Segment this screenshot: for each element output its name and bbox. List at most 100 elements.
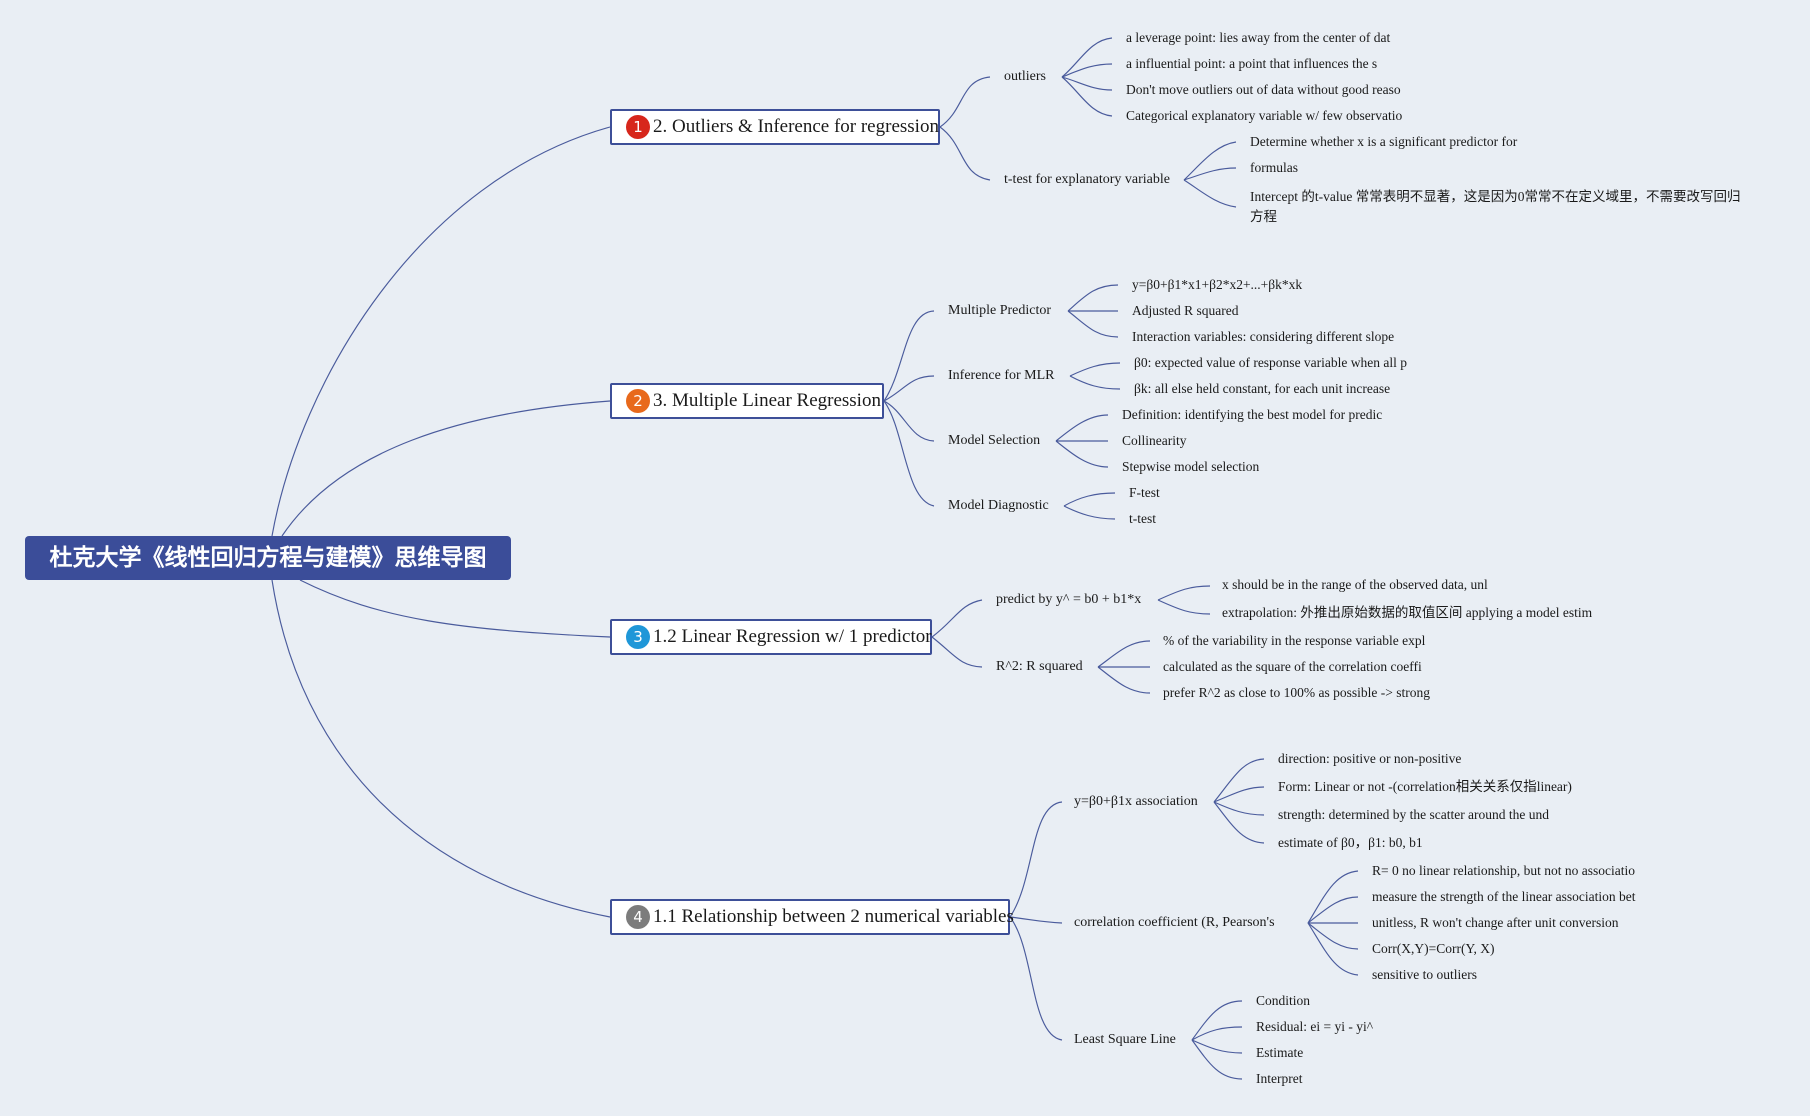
leaf-variability[interactable]: % of the variability in the response var…	[1163, 633, 1426, 648]
leaf-unitless[interactable]: unitless, R won't change after unit conv…	[1372, 915, 1619, 930]
leaf-condition[interactable]: Condition	[1256, 993, 1311, 1008]
connector-b0-s0	[939, 76, 991, 128]
leaf-dont-move-outliers[interactable]: Don't move outliers out of data without …	[1126, 82, 1401, 97]
leaf-categorical-explanatory[interactable]: Categorical explanatory variable w/ few …	[1126, 108, 1403, 123]
connector-b1-s3-l0	[1063, 492, 1116, 507]
connector-b3-s2-l1	[1191, 1026, 1243, 1041]
leaf-form[interactable]: Form: Linear or not -(correlation相关关系仅指l…	[1278, 779, 1572, 794]
connector-root-to-b3	[271, 579, 611, 918]
connector-b1-s3	[883, 400, 935, 507]
leaf-interaction-variables[interactable]: Interaction variables: considering diffe…	[1132, 329, 1395, 344]
leaf-corr-symmetric[interactable]: Corr(X,Y)=Corr(Y, X)	[1372, 941, 1495, 956]
connector-b2-s1-l2	[1097, 666, 1151, 694]
leaf-r-zero[interactable]: R= 0 no linear relationship, but not no …	[1372, 863, 1635, 878]
leaf-f-test[interactable]: F-test	[1129, 485, 1160, 500]
connector-b1-s0-l2	[1067, 310, 1119, 338]
main-topic-relationship-numerical[interactable]: 4 1.1 Relationship between 2 numerical v…	[610, 899, 1014, 935]
priority-1-icon: 1	[626, 115, 650, 139]
subtopic-model-diagnostic[interactable]: Model Diagnostic	[948, 498, 1049, 513]
connector-b3-s0-l3	[1213, 801, 1265, 844]
main-topic-label: 2. Outliers & Inference for regression	[653, 116, 939, 137]
main-topic-label: 1.2 Linear Regression w/ 1 predictor	[653, 626, 932, 647]
connector-b1-s3-l1	[1063, 505, 1116, 520]
connector-b3-s2-l0	[1191, 1000, 1243, 1041]
leaf-estimate-beta[interactable]: estimate of β0，β1: b0, b1	[1278, 835, 1423, 850]
leaf-residual[interactable]: Residual: ei = yi - yi^	[1256, 1019, 1374, 1034]
connector-b3-s0-l2	[1213, 801, 1265, 816]
connector-b0-s1-l2	[1183, 179, 1237, 208]
leaf-direction[interactable]: direction: positive or non-positive	[1278, 751, 1462, 766]
subtopic-t-test[interactable]: t-test for explanatory variable	[1004, 172, 1170, 187]
priority-3-icon: 3	[626, 625, 650, 649]
leaf-beta0-expected[interactable]: β0: expected value of response variable …	[1134, 355, 1408, 370]
connector-b2-s0	[931, 599, 983, 638]
subtopic-multiple-predictor[interactable]: Multiple Predictor	[948, 303, 1052, 318]
connector-b3-s1-l1	[1307, 896, 1359, 924]
connector-b0-s0-l0	[1061, 37, 1113, 78]
leaf-extrapolation[interactable]: extrapolation: 外推出原始数据的取值区间 applying a m…	[1222, 605, 1593, 620]
subtopic-model-selection[interactable]: Model Selection	[948, 433, 1041, 448]
leaf-strength[interactable]: strength: determined by the scatter arou…	[1278, 807, 1550, 822]
main-topic-linear-regression-1-predictor[interactable]: 3 1.2 Linear Regression w/ 1 predictor	[610, 619, 932, 655]
connector-b1-s1-l0	[1069, 362, 1121, 377]
leaf-betak-constant[interactable]: βk: all else held constant, for each uni…	[1134, 381, 1391, 396]
connector-b1-s2-l2	[1055, 440, 1109, 468]
connector-b0-s1-l1	[1183, 167, 1237, 181]
connector-b3-s1-l4	[1307, 922, 1359, 976]
leaf-square-correlation[interactable]: calculated as the square of the correlat…	[1163, 659, 1422, 674]
connector-b2-s1-l0	[1097, 640, 1151, 668]
main-topic-label: 1.1 Relationship between 2 numerical var…	[653, 906, 1014, 927]
subtopic-least-square-line[interactable]: Least Square Line	[1074, 1032, 1176, 1047]
connector-b0-s1-l0	[1183, 141, 1237, 181]
leaf-leverage-point[interactable]: a leverage point: lies away from the cen…	[1126, 30, 1391, 45]
connector-b2-s0-l0	[1157, 585, 1211, 601]
connector-b1-s2	[883, 400, 935, 442]
subtopic-r-squared[interactable]: R^2: R squared	[996, 659, 1083, 674]
leaf-t-test[interactable]: t-test	[1129, 511, 1156, 526]
leaf-estimate[interactable]: Estimate	[1256, 1045, 1304, 1060]
connector-b3-s2-l3	[1191, 1039, 1243, 1080]
connector-b1-s0-l0	[1067, 284, 1119, 312]
leaf-adjusted-r-squared[interactable]: Adjusted R squared	[1132, 303, 1239, 318]
connector-root-to-b0	[271, 126, 611, 537]
leaf-formulas[interactable]: formulas	[1250, 160, 1298, 175]
connector-b3-s0-l1	[1213, 786, 1265, 803]
connector-b3-s1-l0	[1307, 870, 1359, 924]
subtopic-correlation-coefficient[interactable]: correlation coefficient (R, Pearson's	[1074, 915, 1275, 930]
leaf-interpret[interactable]: Interpret	[1256, 1071, 1303, 1086]
connector-b3-s1	[1009, 916, 1063, 924]
priority-2-icon: 2	[626, 389, 650, 413]
connector-b3-s2	[1009, 916, 1063, 1041]
connector-b1-s0	[883, 310, 935, 402]
leaf-model-definition[interactable]: Definition: identifying the best model f…	[1122, 407, 1383, 422]
leaf-stepwise-selection[interactable]: Stepwise model selection	[1122, 459, 1260, 474]
connector-b3-s0	[1009, 801, 1063, 918]
connector-b0-s0-l3	[1061, 76, 1113, 117]
subtopic-predict[interactable]: predict by y^ = b0 + b1*x	[996, 592, 1142, 607]
connector-b1-s2-l0	[1055, 414, 1109, 442]
priority-4-icon: 4	[626, 905, 650, 929]
connector-b3-s0-l0	[1213, 758, 1265, 803]
leaf-prefer-r2[interactable]: prefer R^2 as close to 100% as possible …	[1163, 685, 1431, 700]
leaf-measure-strength[interactable]: measure the strength of the linear assoc…	[1372, 889, 1636, 904]
main-topic-label: 3. Multiple Linear Regression	[653, 390, 881, 411]
leaf-mlr-equation[interactable]: y=β0+β1*x1+β2*x2+...+βk*xk	[1132, 277, 1303, 292]
main-topic-multiple-linear-regression[interactable]: 2 3. Multiple Linear Regression	[610, 383, 884, 419]
connector-root-to-b2	[299, 579, 611, 638]
leaf-collinearity[interactable]: Collinearity	[1122, 433, 1187, 448]
connector-b0-s0-l1	[1061, 63, 1113, 78]
root-topic[interactable]: 杜克大学《线性回归方程与建模》思维导图	[25, 536, 511, 580]
connector-b1-s1-l1	[1069, 375, 1121, 390]
leaf-influential-point[interactable]: a influential point: a point that influe…	[1126, 56, 1378, 71]
connector-b1-s1	[883, 375, 935, 402]
leaf-sensitive-outliers[interactable]: sensitive to outliers	[1372, 967, 1477, 982]
leaf-significant-predictor[interactable]: Determine whether x is a significant pre…	[1250, 134, 1518, 149]
leaf-intercept-t-value[interactable]: Intercept 的t-value 常常表明不显著，这是因为0常常不在定义域里…	[1250, 189, 1741, 224]
main-topic-outliers-inference[interactable]: 1 2. Outliers & Inference for regression	[610, 109, 940, 145]
subtopic-outliers[interactable]: outliers	[1004, 69, 1046, 84]
subtopic-inference-mlr[interactable]: Inference for MLR	[948, 368, 1055, 383]
leaf-observed-range[interactable]: x should be in the range of the observed…	[1222, 577, 1488, 592]
subtopic-association[interactable]: y=β0+β1x association	[1074, 794, 1198, 809]
connector-b2-s1	[931, 636, 983, 668]
